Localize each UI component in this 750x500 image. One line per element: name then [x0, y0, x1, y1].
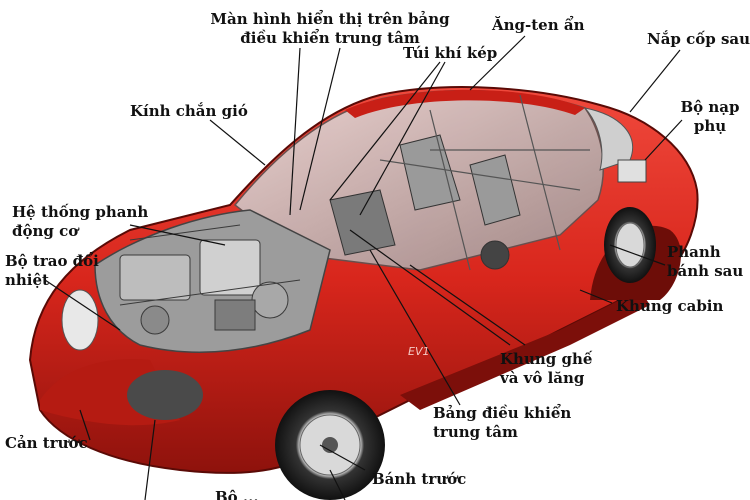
rear-wheel	[604, 207, 656, 283]
label-line: Hệ thống phanh	[12, 203, 149, 221]
label-line: Phanh	[667, 243, 721, 261]
label-line: phụ	[693, 117, 727, 135]
label-line: Bảng điều khiển	[433, 404, 572, 422]
label-brake-system: Hệ thống phanh động cơ	[12, 203, 148, 241]
side-sill	[400, 290, 650, 410]
headlight	[61, 289, 99, 351]
label-trunk-lid: Nắp cốp sau	[647, 30, 750, 48]
label-center-console: Bảng điều khiển trung tâm	[433, 404, 571, 442]
ev1-badge: EV1	[408, 345, 429, 358]
label-line: bánh sau	[667, 262, 744, 280]
label-line: nhiệt	[5, 271, 49, 289]
leader-lines	[44, 35, 683, 500]
tail-light	[617, 159, 647, 183]
label-display-screen: Màn hình hiển thị trên bảng điều khiển t…	[200, 10, 460, 48]
label-heat-exchanger: Bộ trao đổi nhiệt	[5, 252, 99, 290]
label-line: trung tâm	[433, 423, 518, 441]
label-windshield: Kính chắn gió	[130, 102, 248, 120]
label-front-wheel: Bánh trước	[372, 470, 467, 488]
label-rear-brake: Phanh bánh sau	[667, 243, 743, 281]
label-line: và vô lăng	[500, 369, 585, 387]
front-wheel	[275, 390, 385, 500]
cabin-frame	[379, 94, 590, 271]
label-antenna: Ăng-ten ẩn	[492, 16, 585, 34]
label-line: Khung ghế	[500, 350, 593, 368]
roof-band	[345, 89, 585, 118]
label-partial-bottom: Bộ ...	[215, 488, 259, 500]
label-airbag: Túi khí kép	[403, 44, 498, 62]
label-line: Bộ trao đổi	[5, 252, 99, 270]
label-line: điều khiển trung tâm	[240, 29, 420, 47]
label-front-bumper: Cản trước	[5, 434, 88, 452]
label-line: Bộ nạp	[680, 98, 740, 116]
label-charger: Bộ nạp phụ	[680, 98, 740, 136]
label-line: động cơ	[12, 222, 79, 240]
label-line: Màn hình hiển thị trên bảng	[210, 10, 450, 28]
engine-detail	[119, 224, 301, 335]
left-front-wheel	[127, 370, 203, 420]
label-cabin-frame: Khung cabin	[616, 297, 724, 315]
label-seat-frame: Khung ghế và vô lăng	[500, 350, 592, 388]
seats	[329, 134, 521, 270]
